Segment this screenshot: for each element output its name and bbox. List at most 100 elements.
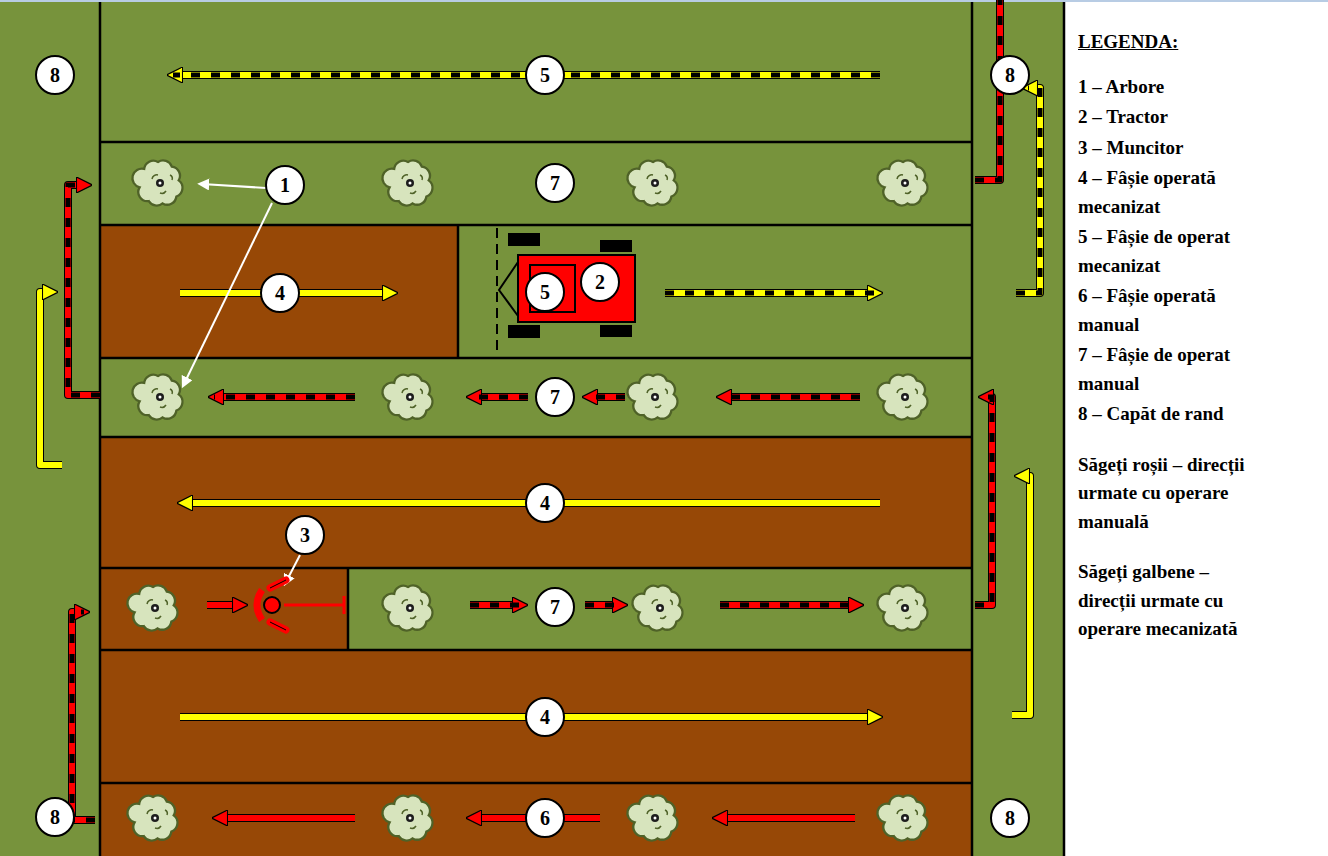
- legend-title: LEGENDA:: [1078, 28, 1268, 57]
- drawing-part: [496, 228, 498, 356]
- arrow-dash: [720, 603, 858, 608]
- arrow-dash: [1016, 88, 1040, 293]
- trees: [127, 160, 927, 840]
- arrow-dash: [470, 603, 522, 608]
- arrow-outline: [585, 601, 622, 609]
- arrow-dash: [585, 603, 622, 608]
- drawing-part: [100, 568, 348, 650]
- legend-text: 5 – Fâșie de operat mecanizat: [1078, 226, 1230, 276]
- callout-number: 5: [525, 272, 565, 312]
- drawing-part: [971, 0, 974, 856]
- arrow-outline: [665, 289, 877, 297]
- arrow-outline: [470, 601, 522, 609]
- callout-number: 6: [525, 798, 565, 838]
- callout-text: 3: [300, 524, 310, 547]
- arrow-outline: [207, 601, 242, 609]
- drawing-part: [100, 567, 972, 570]
- route-arrow: [184, 203, 272, 384]
- legend-text: 6 – Fâșie operată manual: [1078, 285, 1216, 335]
- drawing-part: [100, 650, 972, 783]
- legend-entry: Săgeți galbene – direcții urmate cu oper…: [1078, 558, 1268, 644]
- drawing-part: [627, 160, 677, 205]
- callout-text: 8: [50, 806, 60, 829]
- route-arrow: [218, 815, 355, 821]
- legend-text: 1 – Arbore: [1078, 76, 1164, 97]
- legend-entry: 4 – Fâșie operată mecanizat: [1078, 164, 1268, 221]
- legend-entry: 3 – Muncitor: [1078, 134, 1268, 163]
- field-ground: [0, 0, 1065, 856]
- arrow-outline: [720, 601, 858, 609]
- callout-text: 8: [1005, 807, 1015, 830]
- arrow-outline: [214, 393, 355, 401]
- route-arrow: [470, 602, 522, 608]
- legend-entry: 1 – Arbore: [1078, 73, 1268, 102]
- callout-number: 4: [525, 697, 565, 737]
- callout-text: 8: [1005, 64, 1015, 87]
- legend-text: 8 – Capăt de rand: [1078, 403, 1224, 424]
- arrow-outline: [975, 397, 992, 605]
- callout-text: 5: [540, 64, 550, 87]
- drawing-part: [100, 357, 972, 360]
- route-arrow: [665, 290, 877, 296]
- arrow-outline: [722, 393, 860, 401]
- arrow-outline: [1016, 88, 1040, 293]
- drawing-part: [382, 795, 432, 840]
- drawing-part: [264, 597, 280, 613]
- callout-number: 7: [535, 163, 575, 203]
- drawing-part: [877, 795, 927, 840]
- route-arrow: [588, 394, 625, 400]
- drawing-part: [347, 568, 350, 650]
- drawing-part: [284, 604, 344, 607]
- arrow-outline: [40, 292, 62, 465]
- drawing-part: [99, 0, 102, 856]
- callout-text: 4: [540, 706, 550, 729]
- drawing-part: [0, 0, 1328, 2]
- callout-number: 4: [260, 273, 300, 313]
- callout-text: 2: [595, 271, 605, 294]
- arrow-dash: [975, 397, 992, 605]
- callout-text: 7: [550, 596, 560, 619]
- legend-entry: 7 – Fâșie de operat manual: [1078, 341, 1268, 398]
- route-arrows: [40, 0, 1040, 820]
- legend-text: 3 – Muncitor: [1078, 137, 1184, 158]
- route-arrow: [722, 394, 860, 400]
- arrow-dash: [722, 395, 860, 400]
- drawing-part: [877, 160, 927, 205]
- legend-entry: 5 – Fâșie de operat mecanizat: [1078, 223, 1268, 280]
- drawing-part: [1063, 0, 1066, 856]
- drawing-part: [100, 649, 972, 652]
- callout-number: 3: [285, 515, 325, 555]
- arrow-outline: [68, 185, 100, 395]
- route-arrow: [207, 602, 242, 608]
- drawing-part: [127, 795, 177, 840]
- arrow-outline: [218, 814, 355, 822]
- callout-text: 5: [540, 281, 550, 304]
- drawing-part: [508, 233, 540, 246]
- route-arrow: [585, 602, 622, 608]
- callout-number: 7: [535, 377, 575, 417]
- drawing-part: [132, 374, 182, 419]
- route-arrow: [72, 612, 95, 820]
- drawing-part: [600, 240, 632, 252]
- drawing-part: [508, 325, 540, 338]
- arrow-outline: [72, 612, 95, 820]
- drawing-part: [382, 160, 432, 205]
- arrow-outline: [588, 393, 625, 401]
- legend-entry: Săgeți roșii – direcții urmate cu operar…: [1078, 451, 1268, 537]
- route-arrow: [40, 292, 62, 465]
- drawing-part: [132, 160, 182, 205]
- route-arrow: [1012, 476, 1030, 715]
- drawing-part: [100, 437, 972, 568]
- route-arrow: [214, 394, 355, 400]
- arrow-dash: [68, 185, 100, 395]
- callout-text: 7: [550, 386, 560, 409]
- callout-number: 1: [265, 165, 305, 205]
- drawing-part: [499, 262, 518, 316]
- callout-text: 4: [540, 492, 550, 515]
- legend-text: 2 – Tractor: [1078, 106, 1168, 127]
- drawing-part: [100, 225, 458, 358]
- route-arrow: [68, 185, 100, 395]
- drawing-part: [127, 585, 177, 630]
- drawing-part: [627, 795, 677, 840]
